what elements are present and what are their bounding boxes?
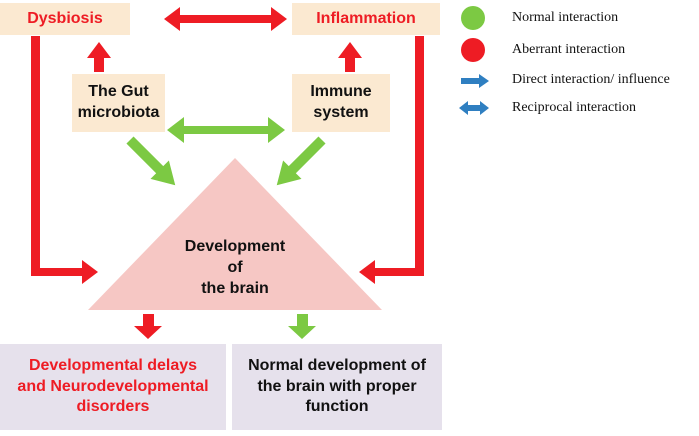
immune-to-brain-arrow [276, 136, 326, 186]
inflammation-to-brain-arrow [359, 36, 424, 284]
immune-to-inflammation-arrow [338, 42, 362, 72]
delays-disorders-box: Developmental delays and Neurodevelopmen… [0, 344, 226, 430]
legend-aberrant-label: Aberrant interaction [512, 42, 626, 57]
normal-development-box: Normal development of the brain with pro… [232, 344, 442, 430]
legend-direct-label: Direct interaction/ influence [512, 72, 670, 87]
dysbiosis-box: Dysbiosis [0, 3, 130, 35]
gut-to-brain-arrow [126, 136, 176, 186]
legend-normal-label: Normal interaction [512, 10, 619, 25]
red-circle-icon [461, 38, 485, 62]
delays-disorders-label: Developmental delays and Neurodevelopmen… [17, 356, 209, 416]
legend-reciprocal-label: Reciprocal interaction [512, 100, 636, 115]
brain-to-normal-arrow [288, 314, 316, 339]
blue-double-arrow-icon [459, 101, 489, 115]
normal-development-label: Normal development of the brain with pro… [248, 356, 426, 416]
dysbiosis-inflammation-reciprocal-arrow [164, 7, 287, 31]
green-circle-icon [461, 6, 485, 30]
inflammation-label: Inflammation [316, 9, 416, 27]
brain-development-label: Development of the brain [184, 238, 286, 298]
dysbiosis-label: Dysbiosis [27, 9, 103, 27]
immune-system-box: Immune system [292, 74, 390, 132]
gut-immune-reciprocal-arrow [167, 117, 285, 143]
gut-microbiota-label: The Gut microbiota [77, 83, 160, 121]
blue-single-arrow-icon [461, 74, 489, 88]
brain-to-delays-arrow [134, 314, 162, 339]
dysbiosis-to-brain-arrow [31, 36, 98, 284]
immune-system-label: Immune system [310, 83, 372, 121]
gut-microbiota-box: The Gut microbiota [72, 74, 165, 132]
gut-to-dysbiosis-arrow [87, 42, 111, 72]
brain-development-triangle [88, 158, 382, 310]
legend-symbols [459, 6, 489, 115]
inflammation-box: Inflammation [292, 3, 440, 35]
